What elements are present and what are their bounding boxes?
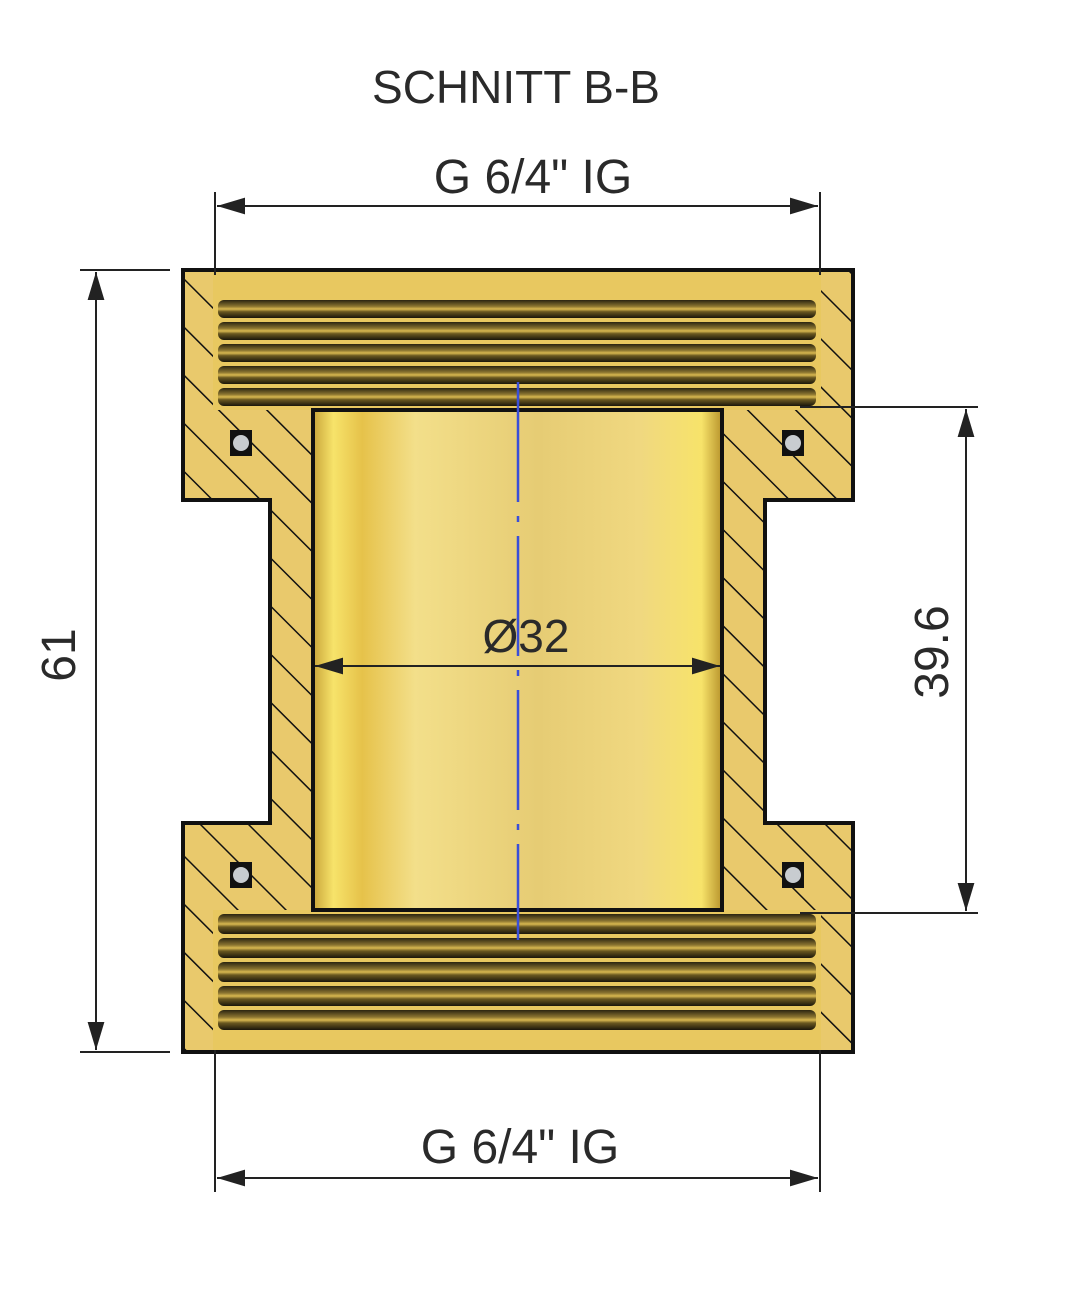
bottom-thread: [213, 910, 821, 1050]
thread-turn: [218, 366, 816, 384]
inner-length-label: 39.6: [906, 605, 959, 698]
thread-turn: [218, 300, 816, 318]
overall-height-label: 61: [33, 628, 86, 681]
thread-turn: [218, 344, 816, 362]
thread-turn: [218, 1010, 816, 1030]
bore-diameter-label: Ø32: [483, 610, 570, 662]
thread-turn: [218, 322, 816, 340]
thread-turn: [218, 986, 816, 1006]
thread-turn: [218, 938, 816, 958]
o-ring-seals: [230, 430, 804, 888]
bottom-thread-label: G 6/4" IG: [421, 1121, 619, 1174]
top-thread-label: G 6/4" IG: [434, 151, 632, 204]
section-title: SCHNITT B-B: [372, 61, 660, 113]
thread-turn: [218, 962, 816, 982]
